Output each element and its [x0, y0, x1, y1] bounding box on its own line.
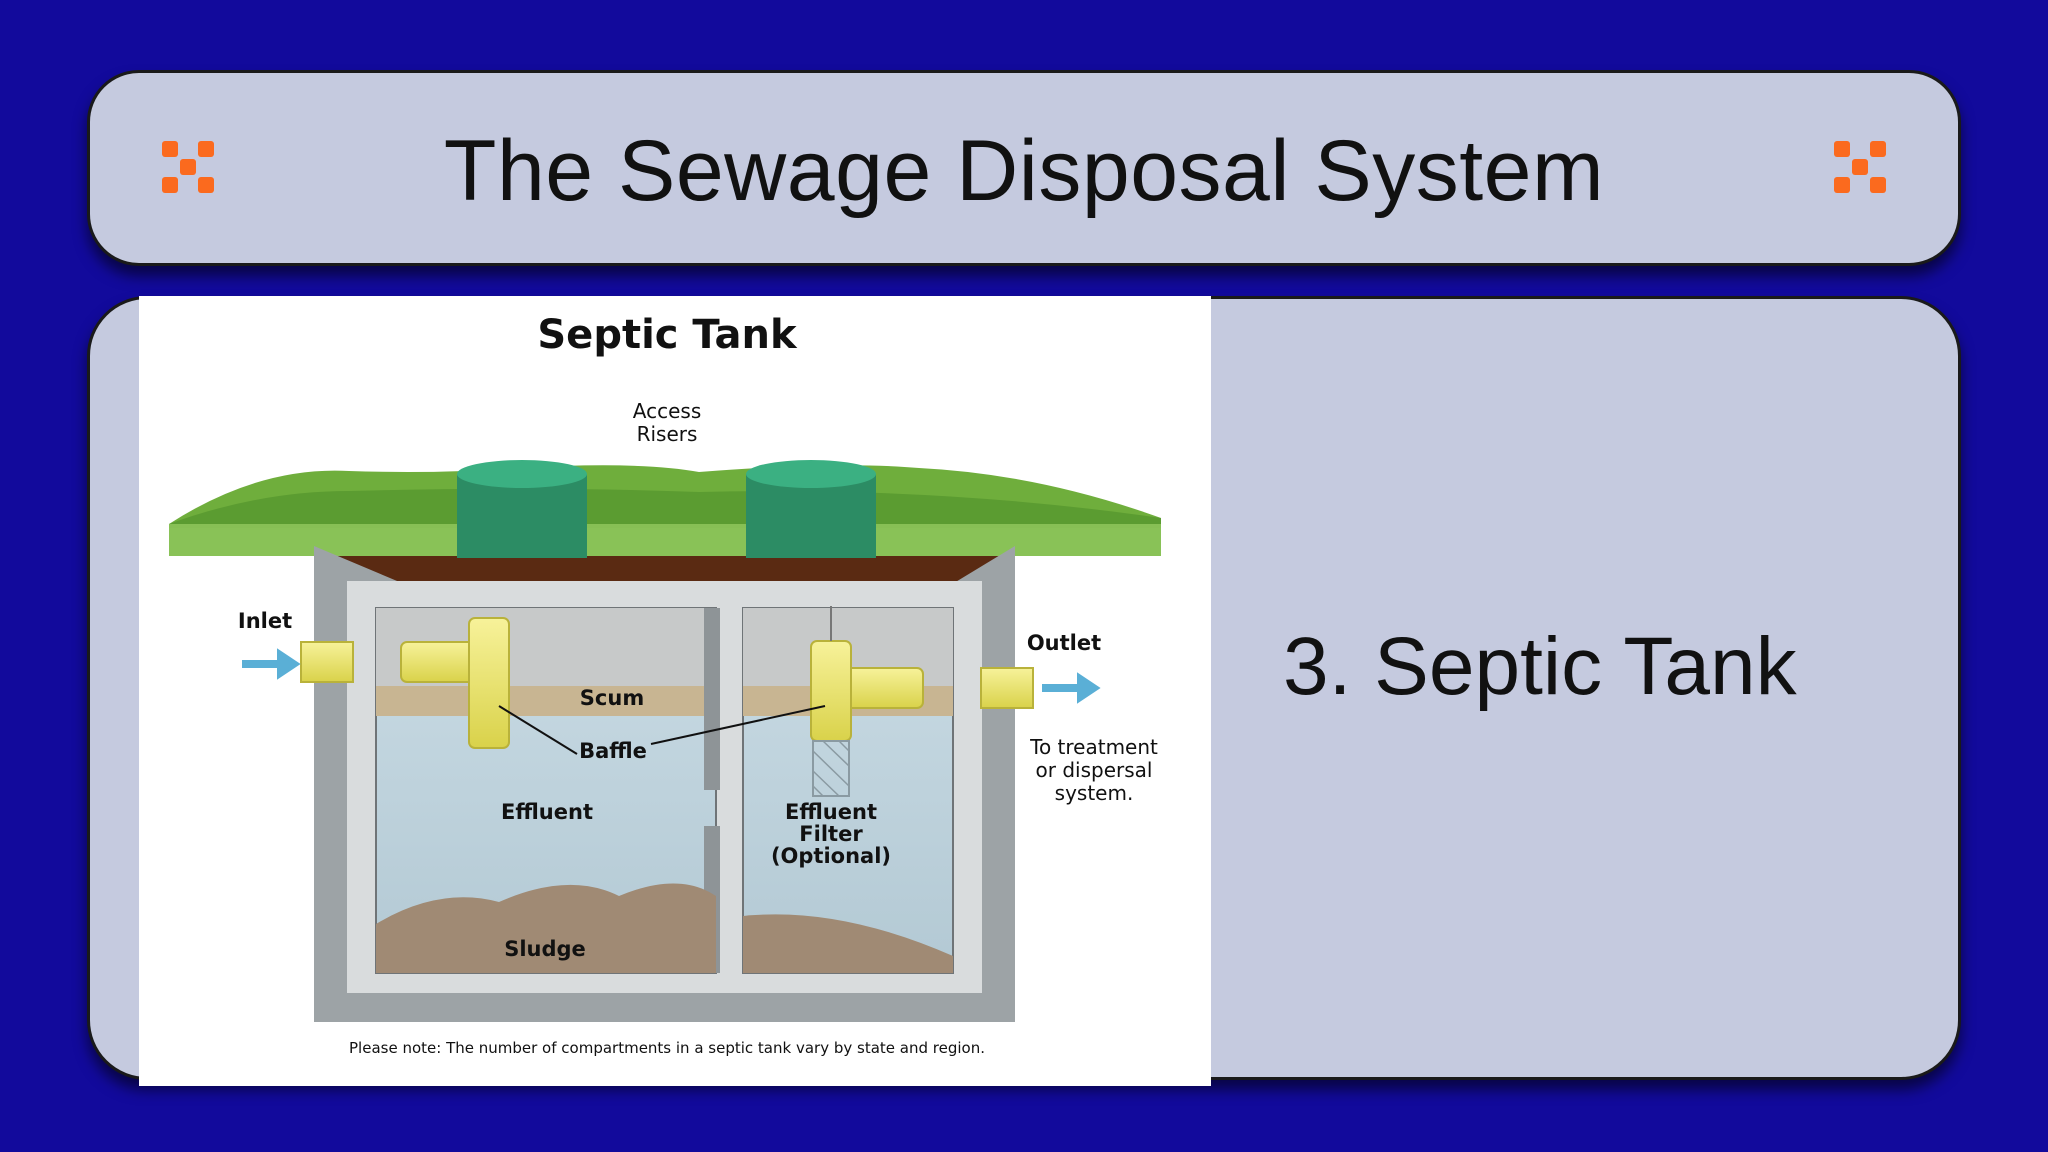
sludge-right [743, 914, 953, 973]
septic-tank-diagram: Septic Tank Access Risers [139, 296, 1211, 1086]
slide-point: 3. Septic Tank [1283, 621, 1797, 712]
ornament-right-icon [1834, 141, 1890, 197]
inlet-pipe [300, 641, 354, 683]
baffle-label: Baffle [579, 739, 647, 763]
sludge-label: Sludge [504, 937, 586, 961]
inlet-arrow-icon [242, 648, 301, 680]
effluent-filter [812, 740, 850, 797]
effluent-filter-label-line3: (Optional) [771, 844, 891, 868]
outlet-note-line1: To treatment [1029, 735, 1158, 759]
access-risers-label: Access [633, 399, 701, 423]
diagram-note: Please note: The number of compartments … [349, 1039, 985, 1057]
scum-label: Scum [580, 686, 644, 710]
outlet-arrow-icon [1042, 672, 1101, 704]
slide-title: The Sewage Disposal System [443, 122, 1605, 219]
inlet-baffle [468, 617, 510, 749]
outlet-pipe [980, 667, 1034, 709]
diagram-title: Septic Tank [537, 312, 798, 358]
outlet-baffle [810, 640, 852, 742]
inlet-label: Inlet [238, 609, 292, 633]
outlet-note-line2: or dispersal [1036, 758, 1153, 782]
scum-layer [376, 686, 716, 716]
outlet-label: Outlet [1027, 631, 1101, 655]
access-risers-label-line2: Risers [637, 422, 698, 446]
divider-wall [704, 608, 720, 790]
effluent-filter-label: Effluent [785, 800, 877, 824]
diagram-canvas: Septic Tank Access Risers [169, 312, 1161, 1057]
effluent-filter-label-line2: Filter [799, 822, 863, 846]
title-card: The Sewage Disposal System [87, 70, 1961, 266]
outlet-note-line3: system. [1055, 781, 1134, 805]
effluent-label: Effluent [501, 800, 593, 824]
sludge-left [376, 883, 716, 973]
ornament-left-icon [162, 141, 218, 197]
